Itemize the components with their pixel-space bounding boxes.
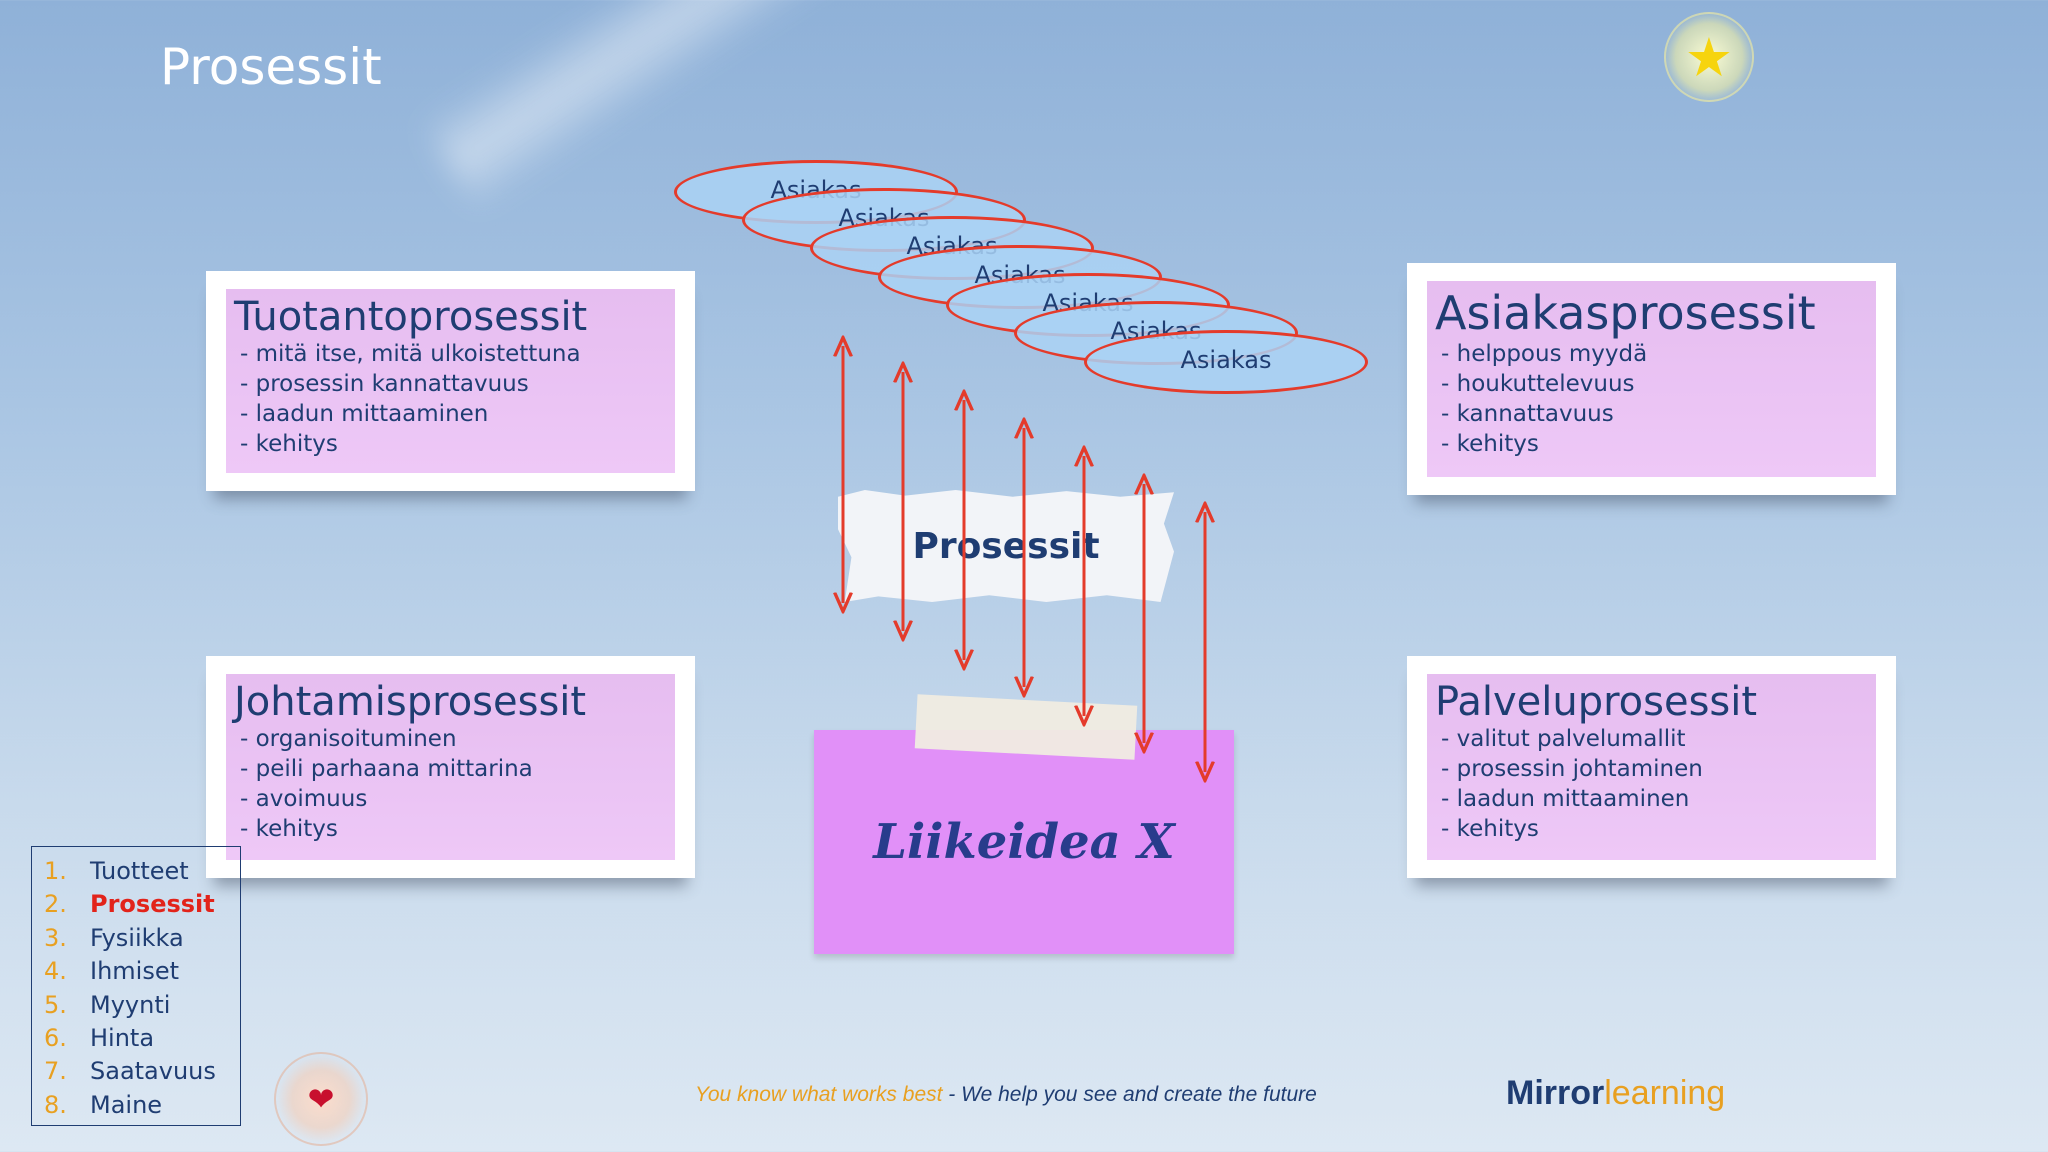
process-label: Prosessit	[912, 525, 1100, 567]
table-of-contents: 1. Tuotteet 2. Prosessit 3. Fysiikka 4. Ihmi…	[31, 846, 241, 1126]
card-palveluprosessit: Palveluprosessit - valitut palvelumallit…	[1407, 656, 1896, 878]
mirror-learning-logo: Mirrorlearning	[1506, 1074, 1725, 1113]
note-label: Liikeidea X	[873, 814, 1175, 870]
business-idea-note: Liikeidea X	[814, 730, 1234, 954]
card-bullet: - organisoituminen	[240, 726, 457, 752]
toc-label: Maine	[90, 1090, 163, 1119]
toc-number: 2.	[44, 890, 67, 919]
footer-tagline: You know what works best - We help you s…	[695, 1083, 1317, 1107]
toc-item[interactable]: 7. Saatavuus	[44, 1055, 240, 1088]
card-bullet: - valitut palvelumallit	[1441, 726, 1686, 752]
toc-label: Ihmiset	[90, 957, 180, 986]
logo-part-1: Mirror	[1506, 1074, 1605, 1112]
toc-number: 6.	[44, 1024, 67, 1053]
toc-number: 5.	[44, 990, 67, 1019]
card-bullet: - prosessin johtaminen	[1441, 756, 1703, 782]
toc-item[interactable]: 6. Hinta	[44, 1022, 240, 1055]
toc-number: 8.	[44, 1090, 67, 1119]
logo-part-2: learning	[1604, 1074, 1726, 1112]
toc-number: 1.	[44, 857, 67, 885]
card-asiakasprosessit: Asiakasprosessit - helppous myydä - houk…	[1407, 263, 1896, 495]
toc-label: Myynti	[90, 990, 171, 1019]
card-bullet: - kehitys	[240, 431, 338, 457]
card-bullet: - peili parhaana mittarina	[240, 756, 533, 782]
tagline-part-1: You know what works best	[695, 1083, 943, 1106]
heart-icon[interactable]: ❤	[274, 1052, 368, 1146]
toc-item-active[interactable]: 2. Prosessit	[44, 888, 240, 921]
card-bullet: - avoimuus	[240, 786, 368, 812]
card-heading: Tuotantoprosessit	[234, 294, 588, 340]
card-heading: Johtamisprosessit	[234, 679, 587, 725]
star-icon[interactable]: ★	[1664, 12, 1754, 102]
toc-label: Tuotteet	[90, 857, 189, 885]
toc-label: Prosessit	[90, 890, 215, 919]
customer-ellipse: Asiakas	[1084, 330, 1368, 394]
card-bullet: - houkuttelevuus	[1441, 371, 1635, 397]
toc-item[interactable]: 1. Tuotteet	[44, 855, 240, 888]
card-bullet: - laadun mittaaminen	[1441, 786, 1690, 812]
toc-item[interactable]: 4. Ihmiset	[44, 955, 240, 988]
card-bullet: - laadun mittaaminen	[240, 401, 489, 427]
card-bullet: - mitä itse, mitä ulkoistettuna	[240, 341, 581, 367]
card-heading: Palveluprosessit	[1435, 679, 1758, 725]
card-bullet: - helppous myydä	[1441, 341, 1648, 367]
toc-number: 7.	[44, 1057, 67, 1086]
card-heading: Asiakasprosessit	[1435, 286, 1816, 340]
toc-label: Saatavuus	[90, 1057, 216, 1086]
card-bullet: - kehitys	[1441, 816, 1539, 842]
toc-label: Fysiikka	[90, 923, 184, 952]
card-bullet: - prosessin kannattavuus	[240, 371, 529, 397]
toc-item[interactable]: 5. Myynti	[44, 989, 240, 1022]
card-johtamisprosessit: Johtamisprosessit - organisoituminen - p…	[206, 656, 695, 878]
toc-label: Hinta	[90, 1024, 155, 1053]
toc-item[interactable]: 8. Maine	[44, 1089, 240, 1122]
toc-item[interactable]: 3. Fysiikka	[44, 922, 240, 955]
tagline-part-2: - We help you see and create the future	[942, 1083, 1317, 1106]
card-bullet: - kehitys	[240, 816, 338, 842]
page-title: Prosessit	[160, 38, 382, 96]
card-bullet: - kannattavuus	[1441, 401, 1614, 427]
card-tuotantoprosessit: Tuotantoprosessit - mitä itse, mitä ulko…	[206, 271, 695, 491]
toc-number: 4.	[44, 957, 67, 986]
toc-number: 3.	[44, 923, 67, 952]
card-bullet: - kehitys	[1441, 431, 1539, 457]
